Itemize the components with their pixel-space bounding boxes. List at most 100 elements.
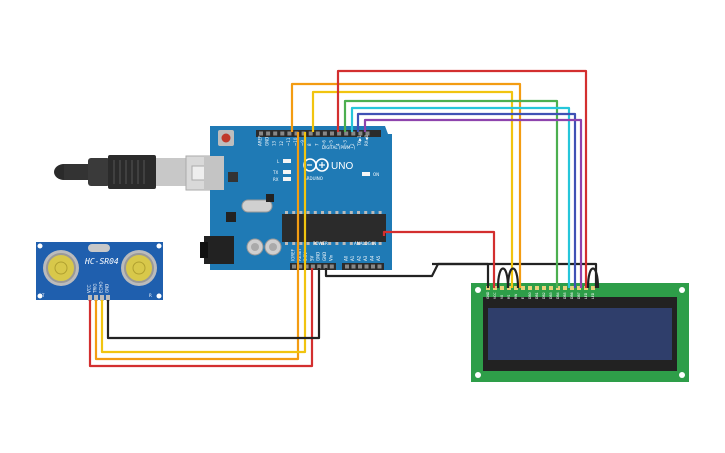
header-pin[interactable] <box>294 131 299 136</box>
wire-sensor-vcc[interactable] <box>88 268 314 368</box>
lcd-pin[interactable] <box>577 286 581 290</box>
lcd-pin[interactable] <box>521 286 525 290</box>
sensor-pin[interactable] <box>106 295 110 301</box>
header-pin[interactable] <box>329 264 334 269</box>
pin-label: AREF <box>258 135 263 146</box>
sensor-pin-label: ECHO <box>99 282 104 293</box>
sensor-left-mark: T <box>41 293 45 298</box>
wire-lcd-d4[interactable] <box>343 99 559 288</box>
chip-pin <box>364 211 368 214</box>
lcd-pin-label: DB3 <box>549 292 553 299</box>
lcd-pin-label: DB5 <box>563 292 567 299</box>
sensor-pin-label: TRIG <box>93 283 98 294</box>
chip-pin <box>321 242 324 245</box>
sensor-pin[interactable] <box>94 295 98 301</box>
pin-label: ~10 <box>293 137 298 146</box>
sensor-pin[interactable] <box>88 295 92 301</box>
chip-pin <box>285 242 288 245</box>
pin-label: A0 <box>344 255 349 261</box>
header-pin[interactable] <box>351 264 356 269</box>
pin-label: 4 <box>336 143 341 146</box>
header-pin[interactable] <box>304 264 309 269</box>
wire-sensor-echo[interactable] <box>100 132 307 354</box>
sensor-name: HC-SR04 <box>84 257 119 266</box>
header-pin[interactable] <box>337 131 342 136</box>
header-pin[interactable] <box>351 131 356 136</box>
lcd-pin[interactable] <box>542 286 546 290</box>
header-pin[interactable] <box>266 131 271 136</box>
header-pin[interactable] <box>358 131 363 136</box>
chip-pin <box>299 211 303 214</box>
wire-lcd-d6[interactable] <box>356 112 577 288</box>
header-pin[interactable] <box>317 264 322 269</box>
pin-label: 2 <box>350 143 355 146</box>
sensor-pin[interactable] <box>100 295 104 301</box>
sensor-pin-label: VCC <box>87 284 92 293</box>
header-pin[interactable] <box>323 264 328 269</box>
wire-lcd-vcc[interactable] <box>382 230 496 288</box>
pin-label: ~5 <box>329 140 334 146</box>
wire-lcd-d5[interactable] <box>350 106 571 288</box>
lcd-pin[interactable] <box>591 286 595 290</box>
header-pin[interactable] <box>330 131 334 136</box>
sensor-pin-label: GND <box>105 284 110 293</box>
header-pin[interactable] <box>358 264 362 269</box>
lcd-screen <box>488 308 672 360</box>
wire-lcd-rs[interactable] <box>290 82 522 288</box>
header-pin[interactable] <box>365 131 370 136</box>
arduino-model: UNO <box>331 161 353 172</box>
pin-label: ~9 <box>300 140 305 146</box>
pin-label: A4 <box>370 255 375 261</box>
power-label: POWER <box>313 241 328 246</box>
wire-sensor-trig[interactable] <box>94 132 300 361</box>
header-pin[interactable] <box>315 131 320 136</box>
header-pin[interactable] <box>259 131 263 136</box>
lcd-pin-label: RW <box>514 293 518 299</box>
wire-lcd-led[interactable] <box>336 69 588 288</box>
chip-pin <box>364 242 368 245</box>
header-pin[interactable] <box>344 131 349 136</box>
lcd-pin-label: LED <box>591 292 595 299</box>
header-pin[interactable] <box>371 264 375 269</box>
lcd-pin[interactable] <box>528 286 532 290</box>
lcd-pin[interactable] <box>514 286 518 290</box>
header-pin[interactable] <box>310 264 315 269</box>
lcd-pin-label: DB4 <box>556 292 560 299</box>
header-pin[interactable] <box>322 131 327 136</box>
header-pin[interactable] <box>308 131 313 136</box>
header-pin[interactable] <box>345 264 349 269</box>
pin-label: RX◀0 <box>364 134 369 146</box>
lcd-pin-label: LED <box>584 292 588 299</box>
lcd-pin[interactable] <box>500 286 504 290</box>
header-pin[interactable] <box>301 131 306 136</box>
lcd-pin[interactable] <box>549 286 553 290</box>
header-pin[interactable] <box>287 131 292 136</box>
chip-pin <box>292 211 296 214</box>
header-pin[interactable] <box>273 131 278 136</box>
header-pin[interactable] <box>292 264 296 269</box>
header-pin[interactable] <box>377 264 382 269</box>
wire-sensor-gnd[interactable] <box>106 268 321 340</box>
chip-pin <box>313 211 317 214</box>
pin-label: ~3 <box>343 140 348 146</box>
wire-lcd-gnd2[interactable] <box>432 262 598 288</box>
wire-lcd-e[interactable] <box>311 90 514 288</box>
usb-cable <box>54 155 223 191</box>
chip-pin <box>371 211 375 214</box>
pin-label: ~6 <box>321 140 326 146</box>
chip-pin <box>328 211 332 214</box>
lcd-pin[interactable] <box>563 286 567 290</box>
header-pin[interactable] <box>298 264 303 269</box>
wire-lcd-d7[interactable] <box>363 118 583 288</box>
pin-label: 5V <box>309 255 314 261</box>
lcd-pin[interactable] <box>535 286 539 290</box>
header-pin[interactable] <box>280 131 285 136</box>
chip-pin <box>313 242 317 245</box>
pin-label: Vin <box>328 254 333 261</box>
lcd-pin-label: V0 <box>500 295 504 299</box>
header-pin[interactable] <box>364 264 369 269</box>
chip-pin <box>335 242 339 245</box>
wire-lcd-gnd[interactable] <box>324 262 490 288</box>
lcd-pin[interactable] <box>570 286 574 290</box>
chip-pin <box>342 211 346 214</box>
